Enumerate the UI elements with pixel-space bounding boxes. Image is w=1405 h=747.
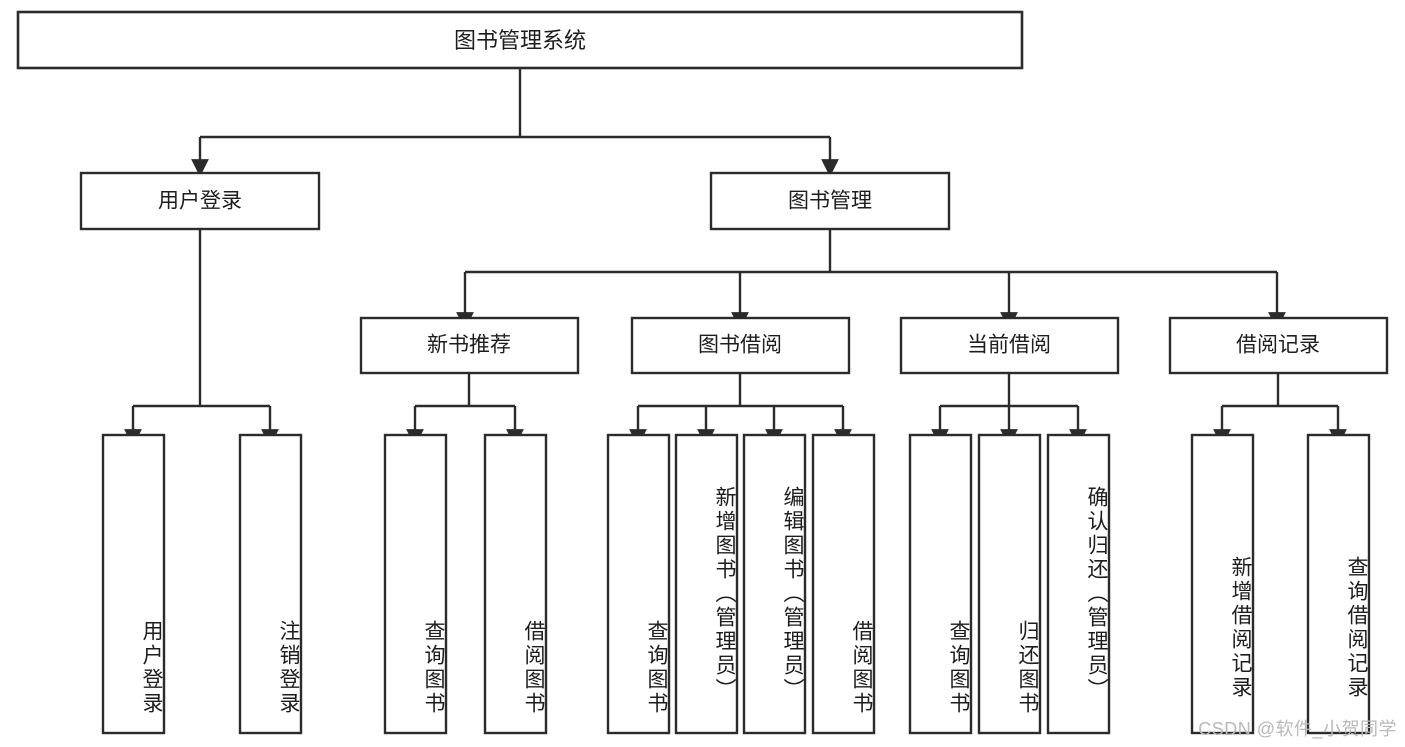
leaf-box-user-login-1[interactable] xyxy=(101,433,166,735)
node-new-book-recommend-box[interactable] xyxy=(359,316,580,375)
node-book-borrow-box[interactable] xyxy=(630,316,851,375)
leaf-box-book-borrow-2[interactable] xyxy=(674,433,739,735)
node-current-borrow-label: 当前借阅 xyxy=(967,334,1051,357)
node-book-borrow-label: 图书借阅 xyxy=(698,334,782,357)
leaf-box-borrow-record-2[interactable] xyxy=(1306,433,1371,735)
leaf-box-current-borrow-1[interactable] xyxy=(908,433,973,735)
leaf-box-book-borrow-4[interactable] xyxy=(811,433,876,735)
leaf-box-current-borrow-3[interactable] xyxy=(1046,433,1111,735)
node-current-borrow-box[interactable] xyxy=(899,316,1120,375)
node-new-book-recommend-label: 新书推荐 xyxy=(427,334,511,357)
leaf-box-new-book-2[interactable] xyxy=(483,433,548,735)
leaf-box-book-borrow-1[interactable] xyxy=(606,433,671,735)
node-book-manage-box[interactable] xyxy=(709,171,951,231)
leaf-box-new-book-1[interactable] xyxy=(383,433,448,735)
node-root-label: 图书管理系统 xyxy=(454,28,586,53)
node-book-manage-label: 图书管理 xyxy=(788,190,872,213)
leaf-box-current-borrow-2[interactable] xyxy=(977,433,1042,735)
leaf-box-book-borrow-3[interactable] xyxy=(742,433,807,735)
watermark-text: CSDN @软件_小贺同学 xyxy=(1198,719,1397,739)
node-borrow-record-box[interactable] xyxy=(1168,316,1389,375)
leaf-box-borrow-record-1[interactable] xyxy=(1190,433,1255,735)
leaf-box-user-login-2[interactable] xyxy=(238,433,303,735)
node-borrow-record-label: 借阅记录 xyxy=(1236,334,1320,357)
node-user-login-label: 用户登录 xyxy=(158,190,242,213)
node-root-box[interactable] xyxy=(16,10,1024,70)
